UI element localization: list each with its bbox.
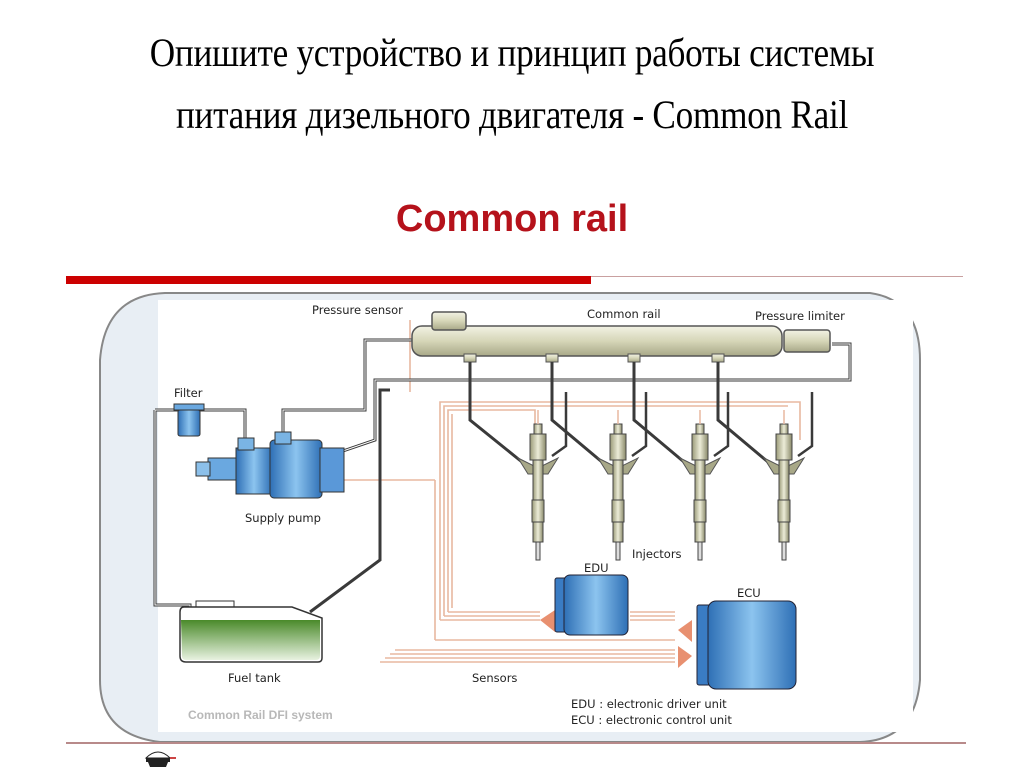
ecu-output-arrow (678, 620, 692, 642)
injectors (463, 353, 814, 561)
slide-title-line2: питания дизельного двигателя - Common Ra… (175, 92, 849, 137)
filter (173, 403, 205, 437)
injector (627, 353, 730, 561)
injector (545, 353, 648, 561)
edu-unit (554, 574, 629, 636)
label-pressure-limiter: Pressure limiter (755, 309, 845, 323)
header-rule (591, 276, 963, 277)
label-edu: EDU (584, 561, 609, 575)
pressure-sensor (431, 311, 467, 331)
sensor-wires (332, 320, 801, 663)
fuel-tank (179, 600, 323, 663)
diagram-heading: Common rail (395, 198, 629, 240)
legend-ecu: ECU : electronic control unit (571, 713, 732, 727)
ecu-unit (696, 600, 797, 690)
edu-input-arrow (540, 610, 555, 632)
label-ecu: ECU (737, 586, 761, 600)
footer-rule (66, 742, 966, 744)
label-fuel-tank: Fuel tank (228, 671, 281, 685)
slide-title: Опишите устройство и принцип работы сист… (61, 22, 962, 146)
footer-logo-icon (144, 751, 176, 767)
diagram-caption: Common Rail DFI system (188, 708, 333, 722)
label-common-rail: Common rail (587, 307, 661, 321)
label-injectors: Injectors (632, 547, 682, 561)
label-sensors: Sensors (472, 671, 517, 685)
label-pressure-sensor: Pressure sensor (312, 303, 403, 317)
slide-title-line1: Опишите устройство и принцип работы сист… (149, 30, 875, 75)
injector (463, 353, 568, 561)
common-rail (411, 311, 831, 357)
label-filter: Filter (174, 386, 203, 400)
label-supply-pump: Supply pump (245, 511, 321, 525)
injector (711, 353, 814, 561)
supply-pump (195, 431, 345, 499)
legend-edu: EDU : electronic driver unit (571, 697, 727, 711)
pressure-limiter (783, 329, 831, 353)
red-accent-bar (66, 276, 591, 284)
ecu-input-arrow (678, 646, 692, 668)
